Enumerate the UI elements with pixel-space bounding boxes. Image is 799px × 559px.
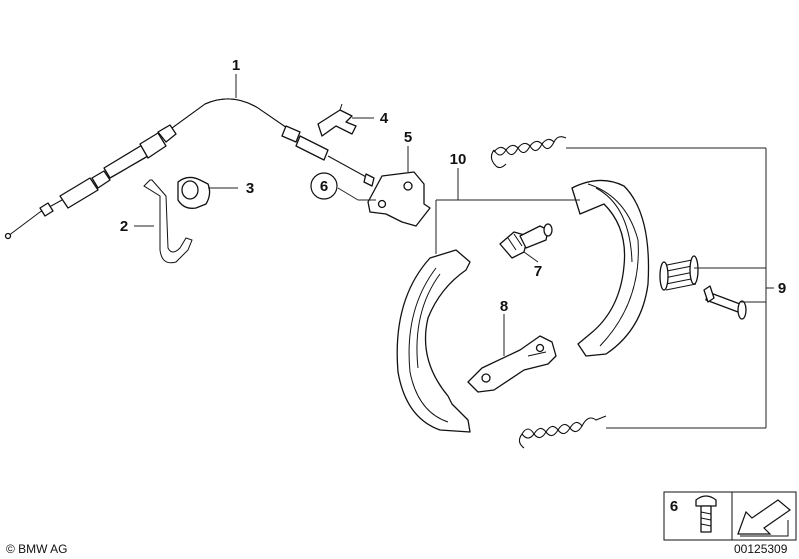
brake-shoe-left — [396, 249, 471, 433]
callout-8: 8 — [500, 298, 508, 315]
legend-box: 6 — [663, 491, 797, 541]
brake-shoe-right — [571, 179, 650, 357]
callout-6-circle — [310, 172, 338, 200]
callout-3: 3 — [246, 180, 254, 197]
legend-number: 6 — [670, 498, 678, 515]
callout-2: 2 — [120, 218, 128, 235]
adjuster-assembly — [499, 223, 553, 259]
lever-strut — [467, 335, 557, 393]
callout-5: 5 — [404, 129, 412, 146]
hold-down-spring — [659, 255, 699, 291]
upper-return-spring — [490, 136, 567, 169]
parking-brake-cable — [4, 98, 375, 240]
hold-down-pin — [703, 285, 747, 320]
callout-9: 9 — [778, 280, 786, 297]
bolt-icon — [695, 495, 717, 533]
cable-bracket — [367, 171, 431, 227]
lower-return-spring — [518, 415, 607, 449]
grommet — [177, 176, 211, 209]
copyright-text: © BMW AG — [6, 542, 68, 556]
callout-numbers: 1 2 3 4 5 6 7 8 9 10 — [120, 57, 786, 315]
callout-4: 4 — [380, 110, 389, 127]
callout-7: 7 — [534, 263, 542, 280]
retaining-hook — [143, 179, 193, 264]
callout-1: 1 — [232, 57, 240, 74]
direction-arrow-icon — [737, 499, 791, 537]
callout-10: 10 — [450, 151, 467, 168]
diagram-id: 00125309 — [734, 542, 788, 556]
small-clip — [317, 103, 357, 137]
callout-6: 6 — [320, 178, 328, 195]
leader-lines — [134, 74, 774, 429]
